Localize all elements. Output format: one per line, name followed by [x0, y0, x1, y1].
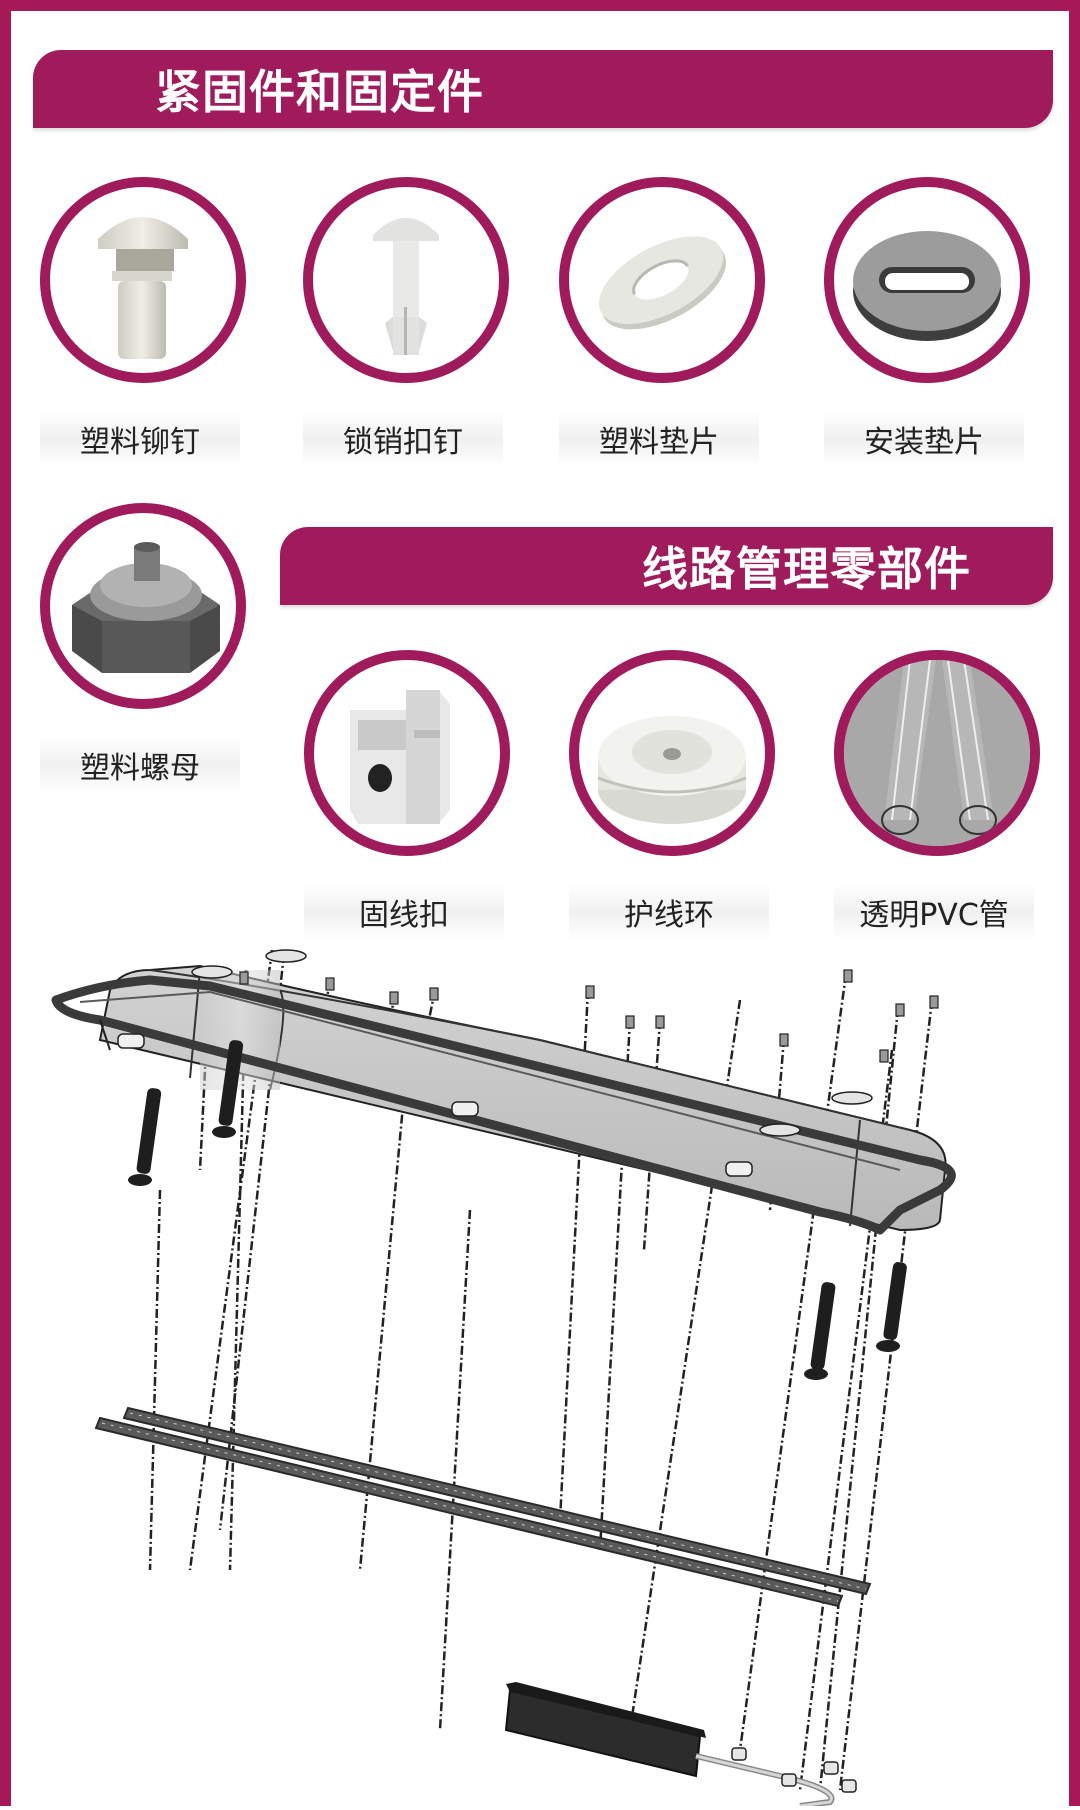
clear-pvc-tube-icon [844, 660, 1030, 846]
exploded-assembly-diagram [40, 930, 1040, 1809]
washers [191, 949, 873, 1137]
mounting-washer-icon [853, 231, 1001, 341]
cable-clips [731, 1747, 857, 1793]
product-label: 锁销扣钉 [303, 411, 503, 467]
product-item-plastic-rivet[interactable]: 塑料铆钉 [40, 177, 246, 467]
product-image-frame [569, 650, 775, 856]
section-title: 紧固件和固定件 [155, 65, 484, 119]
product-item-clear-pvc-tube[interactable]: 透明PVC管 [834, 650, 1040, 940]
product-image-frame [304, 650, 510, 856]
product-label: 护线环 [569, 884, 769, 940]
product-item-plastic-washer[interactable]: 塑料垫片 [559, 177, 765, 467]
product-item-lock-pin-rivet[interactable]: 锁销扣钉 [303, 177, 509, 467]
grommet-icon [597, 716, 747, 824]
small-rivets [239, 969, 939, 1063]
section-title: 线路管理零部件 [642, 542, 971, 596]
mounting-screws [128, 1040, 907, 1380]
product-image-frame [40, 503, 246, 709]
product-item-cable-clip[interactable]: 固线扣 [304, 650, 510, 940]
product-item-grommet[interactable]: 护线环 [569, 650, 775, 940]
lock-pin-rivet-icon [373, 218, 439, 355]
product-label: 塑料垫片 [559, 411, 759, 467]
product-image-frame [824, 177, 1030, 383]
product-label: 塑料铆钉 [40, 411, 240, 467]
plastic-rivet-icon [98, 217, 188, 359]
plastic-nut-icon [72, 542, 220, 673]
driver [504, 1682, 835, 1809]
led-chips [101, 1412, 867, 1602]
product-image-frame [834, 650, 1040, 856]
product-label: 安装垫片 [824, 411, 1024, 467]
product-image-frame [303, 177, 509, 383]
product-image-frame [559, 177, 765, 383]
product-item-mounting-washer[interactable]: 安装垫片 [824, 177, 1030, 467]
product-label: 透明PVC管 [834, 884, 1034, 940]
product-image-frame [40, 177, 246, 383]
product-label: 固线扣 [304, 884, 504, 940]
luminaire-exploded-view-icon [51, 949, 956, 1809]
cable-clip-icon [350, 690, 450, 824]
led-strips [94, 1406, 872, 1608]
product-label: 塑料螺母 [40, 737, 240, 793]
housing-clips [117, 1033, 753, 1177]
product-item-plastic-nut[interactable]: 塑料螺母 [40, 503, 246, 793]
section-banner-cable-management: 线路管理零部件 [280, 527, 1053, 605]
section-banner-fasteners: 紧固件和固定件 [33, 50, 1053, 128]
plastic-washer-icon [598, 236, 727, 330]
